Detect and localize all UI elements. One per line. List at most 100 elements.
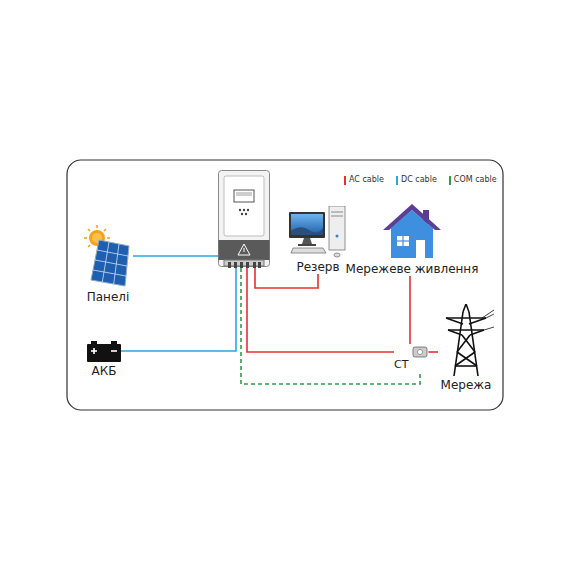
backup-load-part (336, 235, 339, 238)
solar-panel-part (93, 242, 128, 284)
solar-panel: Панелі (83, 224, 133, 304)
solar-panel-part (96, 225, 98, 228)
backup-load-part (289, 212, 325, 238)
node-label: Мережа (441, 378, 492, 392)
solar-panel-part (88, 229, 90, 231)
legend-swatch (396, 176, 398, 185)
dc-cable (121, 268, 236, 351)
hybrid-inverter-part (247, 209, 249, 211)
grid-pylon-part (482, 310, 494, 318)
backup-load-part (302, 238, 312, 244)
grid-load-house-icon (383, 202, 441, 260)
grid-pylon-part (463, 304, 466, 312)
hybrid-inverter-part (228, 262, 231, 268)
grid-pylon-part (446, 317, 486, 319)
backup-load-part (291, 214, 323, 235)
battery-part (87, 344, 121, 362)
legend-item: DC cable (396, 175, 437, 185)
com-cable (241, 268, 420, 384)
grid-pylon-part (482, 310, 494, 330)
hybrid-inverter-part (239, 209, 241, 211)
node-label: Мережеве живлення (346, 262, 479, 276)
grid-pylon-part (470, 330, 484, 335)
current-transformer-icon (412, 344, 428, 360)
hybrid-inverter-part (246, 262, 249, 268)
grid-pylon-part (466, 304, 469, 312)
current-transformer: CT (394, 344, 428, 372)
legend-item: COM cable (449, 175, 497, 185)
solar-panel-part (97, 250, 128, 256)
grid-pylon-icon (438, 304, 494, 376)
solar-panel-part (88, 245, 90, 247)
hybrid-inverter-part (219, 240, 270, 260)
backup-load-part (331, 212, 343, 213)
backup-load-part (331, 216, 343, 217)
battery-part (111, 350, 117, 352)
grid-pylon-part (457, 352, 477, 366)
grid-pylon-part (448, 330, 462, 335)
grid-pylon-part (455, 352, 475, 366)
hybrid-inverter-part (236, 192, 252, 196)
dc-cable (133, 256, 230, 268)
hybrid-inverter-part (219, 171, 270, 267)
legend-swatch (449, 176, 451, 185)
backup-load-part (291, 248, 326, 253)
backup-load-part (291, 227, 323, 235)
solar-panel-part (104, 229, 106, 231)
grid-pylon-part (446, 304, 486, 376)
grid-pylon-part (446, 318, 463, 324)
ac-cable (428, 351, 438, 353)
backup-load-icon (289, 206, 347, 258)
grid-pylon-part (455, 365, 477, 367)
grid-pylon: Мережа (438, 304, 494, 392)
hybrid-inverter-part (243, 209, 245, 211)
ac-cable (247, 268, 394, 352)
legend-item: AC cable (344, 175, 384, 185)
backup-load: Резерв (289, 206, 347, 274)
hybrid-inverter-part (245, 213, 247, 215)
hybrid-inverter-part (234, 262, 237, 268)
legend-text: DC cable (401, 175, 437, 185)
hybrid-inverter-icon (218, 170, 270, 268)
hybrid-inverter-part (240, 262, 243, 268)
solar-panel-part (84, 237, 87, 239)
battery-icon (87, 340, 121, 362)
hybrid-inverter-part (244, 248, 245, 252)
grid-load-house: Мережеве живлення (346, 202, 479, 276)
hybrid-inverter-part (253, 262, 256, 268)
battery-part (93, 348, 95, 354)
solar-panel-part (95, 260, 127, 266)
node-label: АКБ (92, 364, 117, 378)
hybrid-inverter-part (241, 213, 243, 215)
grid-pylon-part (448, 329, 484, 331)
current-transformer-part (413, 347, 427, 357)
grid-pylon-part (469, 318, 486, 324)
node-label: Резерв (296, 260, 339, 274)
hybrid-inverter-part (258, 262, 261, 268)
solar-panel-part (93, 270, 126, 276)
grid-load-house-part (416, 240, 425, 258)
legend-text: COM cable (454, 175, 497, 185)
legend: AC cable DC cable COM cable (344, 175, 497, 185)
hybrid-inverter (218, 170, 270, 268)
hybrid-inverter-part (224, 176, 264, 236)
grid-load-house-part (397, 236, 409, 246)
node-label: Панелі (87, 290, 130, 304)
grid-pylon-part (484, 327, 494, 330)
hybrid-inverter-part (238, 244, 250, 255)
solar-panel-part (91, 240, 129, 286)
grid-load-house-part (383, 204, 441, 230)
frame-border (67, 160, 503, 410)
backup-load-part (334, 253, 340, 257)
backup-load-part (298, 244, 316, 246)
solar-panel-part (107, 237, 110, 239)
ac-cable (409, 276, 411, 344)
current-transformer-part (418, 349, 423, 354)
battery: АКБ (87, 340, 121, 378)
backup-load-part (329, 206, 345, 250)
node-label: CT (394, 358, 408, 372)
legend-text: AC cable (349, 175, 384, 185)
